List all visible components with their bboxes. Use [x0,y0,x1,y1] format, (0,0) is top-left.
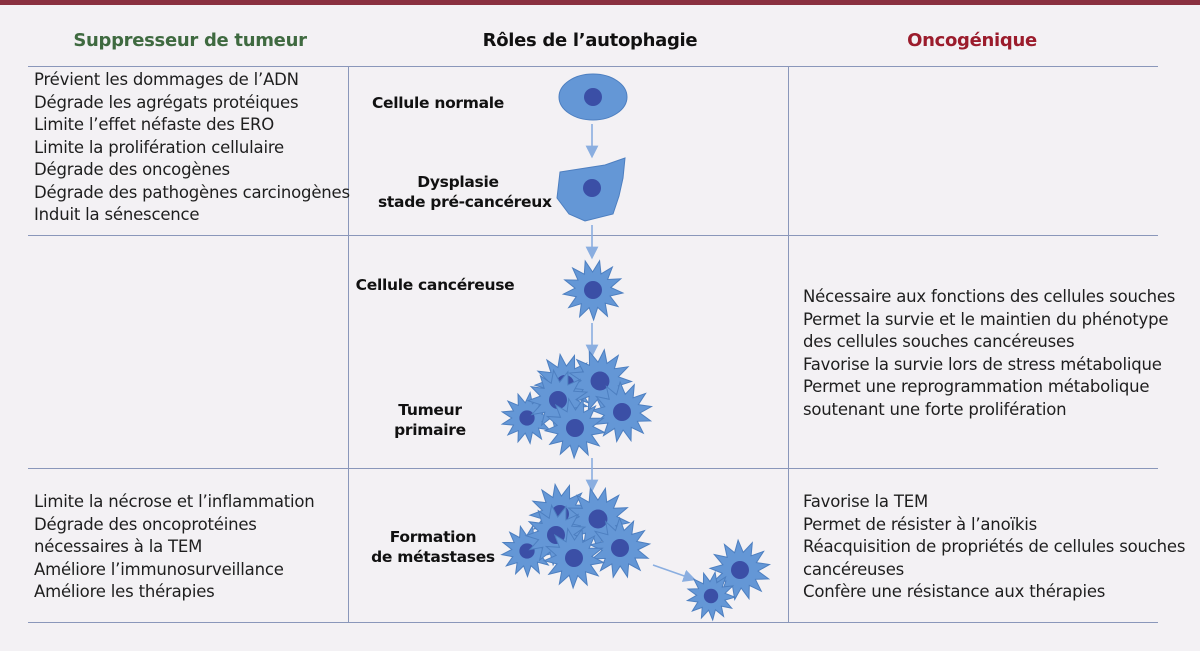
stage-label-metastasis: Formation de métastases [371,528,495,566]
header-tumor-suppressor: Suppresseur de tumeur [73,30,307,51]
list-item: nécessaires à la TEM [34,537,203,556]
oncogenic-roles-bottom: Favorise la TEM Permet de résister à l’a… [803,491,1185,604]
cell-nucleus [590,371,610,391]
arrow-5 [652,564,697,582]
list-item: Dégrade des pathogènes carcinogènes [34,182,350,202]
list-item: des cellules souches cancéreuses [803,332,1075,351]
stage-label-primary-tumor: Tumeur primaire [394,401,466,439]
suppressor-roles-bottom: Limite la nécrose et l’inflammation Dégr… [34,491,315,604]
list-item: Dégrade des oncogènes [34,160,230,179]
migrating-cell-1 [708,538,772,602]
stage-label-cancer-cell: Cellule cancéreuse [355,276,515,294]
list-item: Permet de résister à l’anoïkis [803,514,1037,534]
row-divider-top [28,66,1158,67]
list-item: Limite la prolifération cellulaire [34,137,285,157]
list-item: Améliore les thérapies [34,582,215,601]
cell-nucleus [613,403,631,421]
migrating-cell-2 [685,570,737,622]
cancer-cell-icon [561,259,625,322]
list-item: Dégrade des oncoprotéines [34,514,257,534]
list-item: Confère une résistance aux thérapies [803,582,1106,601]
list-item: Induit la sénescence [34,205,200,224]
cell-nucleus [584,88,602,106]
cell-nucleus [584,281,602,299]
suppressor-roles-top: Prévient les dommages de l’ADN Dégrade l… [34,69,350,227]
dysplastic-cell-icon [556,157,626,222]
list-item: Réacquisition de propriétés de cellules … [803,537,1186,556]
tumor-cell-6 [543,397,607,460]
list-item: Favorise la survie lors de stress métabo… [803,354,1162,374]
row-divider-1 [28,235,1158,236]
metastasis-cell-4 [588,516,652,579]
tumor-cell-4 [590,380,654,444]
header-autophagy-roles: Rôles de l’autophagie [482,30,698,51]
list-item: Prévient les dommages de l’ADN [34,70,299,89]
metastasis-cell-6 [542,527,606,590]
list-item: soutenant une forte prolifération [803,399,1067,419]
list-item: Permet une reprogrammation métabolique [803,377,1150,396]
list-item: Nécessaire aux fonctions des cellules so… [803,287,1176,306]
list-item: Améliore l’immunosurveillance [34,559,284,579]
list-item: cancéreuses [803,559,905,579]
list-item: Limite l’effet néfaste des ERO [34,115,275,134]
header-oncogenic: Oncogénique [907,30,1037,51]
column-divider-right [788,66,789,622]
column-divider-left [348,66,349,622]
cell-nucleus [549,391,567,409]
row-divider-2 [28,468,1158,469]
cell-nucleus [566,419,584,437]
list-item: Permet la survie et le maintien du phéno… [803,309,1169,329]
cell-nucleus [731,561,749,579]
cell-nucleus [611,539,629,557]
oncogenic-roles-middle: Nécessaire aux fonctions des cellules so… [803,286,1175,421]
list-item: Dégrade les agrégats protéiques [34,92,299,112]
list-item: Favorise la TEM [803,492,928,511]
row-divider-bottom [28,622,1158,623]
stage-label-normal-cell: Cellule normale [371,94,505,112]
cell-nucleus [565,549,583,567]
cell-nucleus [519,410,535,426]
cell-nucleus [519,543,535,559]
stage-label-dysplasia: Dysplasie stade pré-cancéreux [378,173,552,211]
list-item: Limite la nécrose et l’inflammation [34,492,315,511]
top-accent-bar [0,0,1200,5]
cell-nucleus [703,588,719,604]
cell-nucleus [583,179,601,197]
cell-nucleus [588,509,608,529]
normal-cell-icon [558,73,628,121]
